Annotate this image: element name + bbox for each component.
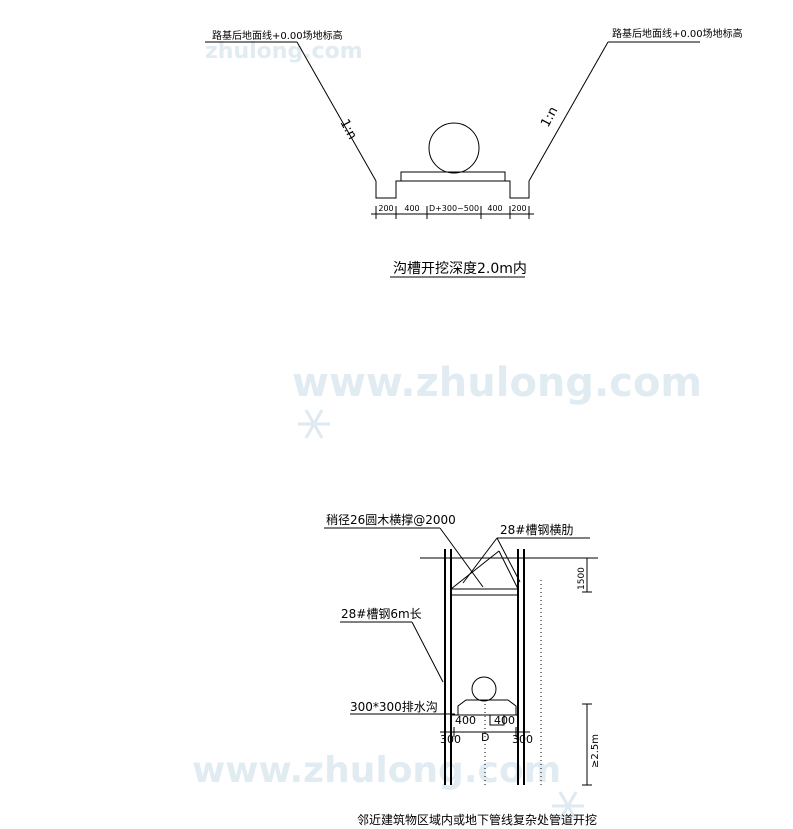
leader-rib-right <box>496 537 521 583</box>
dim-depth: ≥2.5m <box>590 734 601 768</box>
dim-d-plus: D+300~500 <box>429 204 479 213</box>
watermark: zhulong.com www.zhulong.com www.zhulong.… <box>192 39 702 821</box>
watermark-snowflake-icon-2 <box>552 791 584 821</box>
dim-d: D <box>481 731 489 744</box>
dim-400-left: 400 <box>404 204 419 213</box>
pipe-bedding <box>400 171 506 182</box>
dim-200-left: 200 <box>378 204 393 213</box>
dim-200-right: 200 <box>511 204 526 213</box>
brace-left <box>450 550 500 590</box>
left-ground-label: 路基后地面线+0.00场地标高 <box>212 29 343 42</box>
trench-section-open: 路基后地面线+0.00场地标高 路基后地面线+0.00场地标高 1:n 1:n … <box>205 27 743 278</box>
leader-wood-strut <box>439 527 484 588</box>
label-wood-strut: 稍径26圆木横撑@2000 <box>326 512 456 527</box>
right-ground-label: 路基后地面线+0.00场地标高 <box>612 27 743 40</box>
right-slope-label: 1:n <box>538 104 561 129</box>
trench-section-shored: 稍径26圆木横撑@2000 28#槽钢横肋 28#槽钢6m长 300*300排水… <box>324 512 601 827</box>
dim-400-left-2: 400 <box>455 714 476 727</box>
label-drain: 300*300排水沟 <box>350 700 438 714</box>
watermark-snowflake-icon <box>298 409 330 439</box>
drain-ditch <box>489 714 505 726</box>
leader-rib-left <box>462 537 498 584</box>
pipe-circle <box>428 122 480 174</box>
pipe-bedding-2 <box>457 699 517 715</box>
dim-300-left: 300 <box>440 733 461 746</box>
brace-right <box>498 550 519 590</box>
right-slope-line <box>528 41 609 182</box>
section2-caption: 邻近建筑物区域内或地下管线复杂处管道开挖 <box>357 812 597 827</box>
dim-400-right-2: 400 <box>494 714 515 727</box>
trench-bottom-profile <box>375 180 530 199</box>
leader-channel <box>411 621 444 683</box>
section1-caption: 沟槽开挖深度2.0m内 <box>393 261 527 277</box>
watermark-text-top: zhulong.com <box>205 39 363 64</box>
left-slope-label: 1:n <box>336 117 359 142</box>
dim-1500: 1500 <box>577 567 587 590</box>
watermark-text-bottom: www.zhulong.com <box>192 750 561 791</box>
watermark-text-mid: www.zhulong.com <box>292 360 702 406</box>
label-channel: 28#槽钢6m长 <box>341 607 422 621</box>
left-slope-line <box>296 41 377 182</box>
dim-400-right: 400 <box>487 204 502 213</box>
pipe-circle-2 <box>471 676 497 702</box>
label-rib: 28#槽钢横肋 <box>500 522 573 537</box>
dim-300-right: 300 <box>512 733 533 746</box>
